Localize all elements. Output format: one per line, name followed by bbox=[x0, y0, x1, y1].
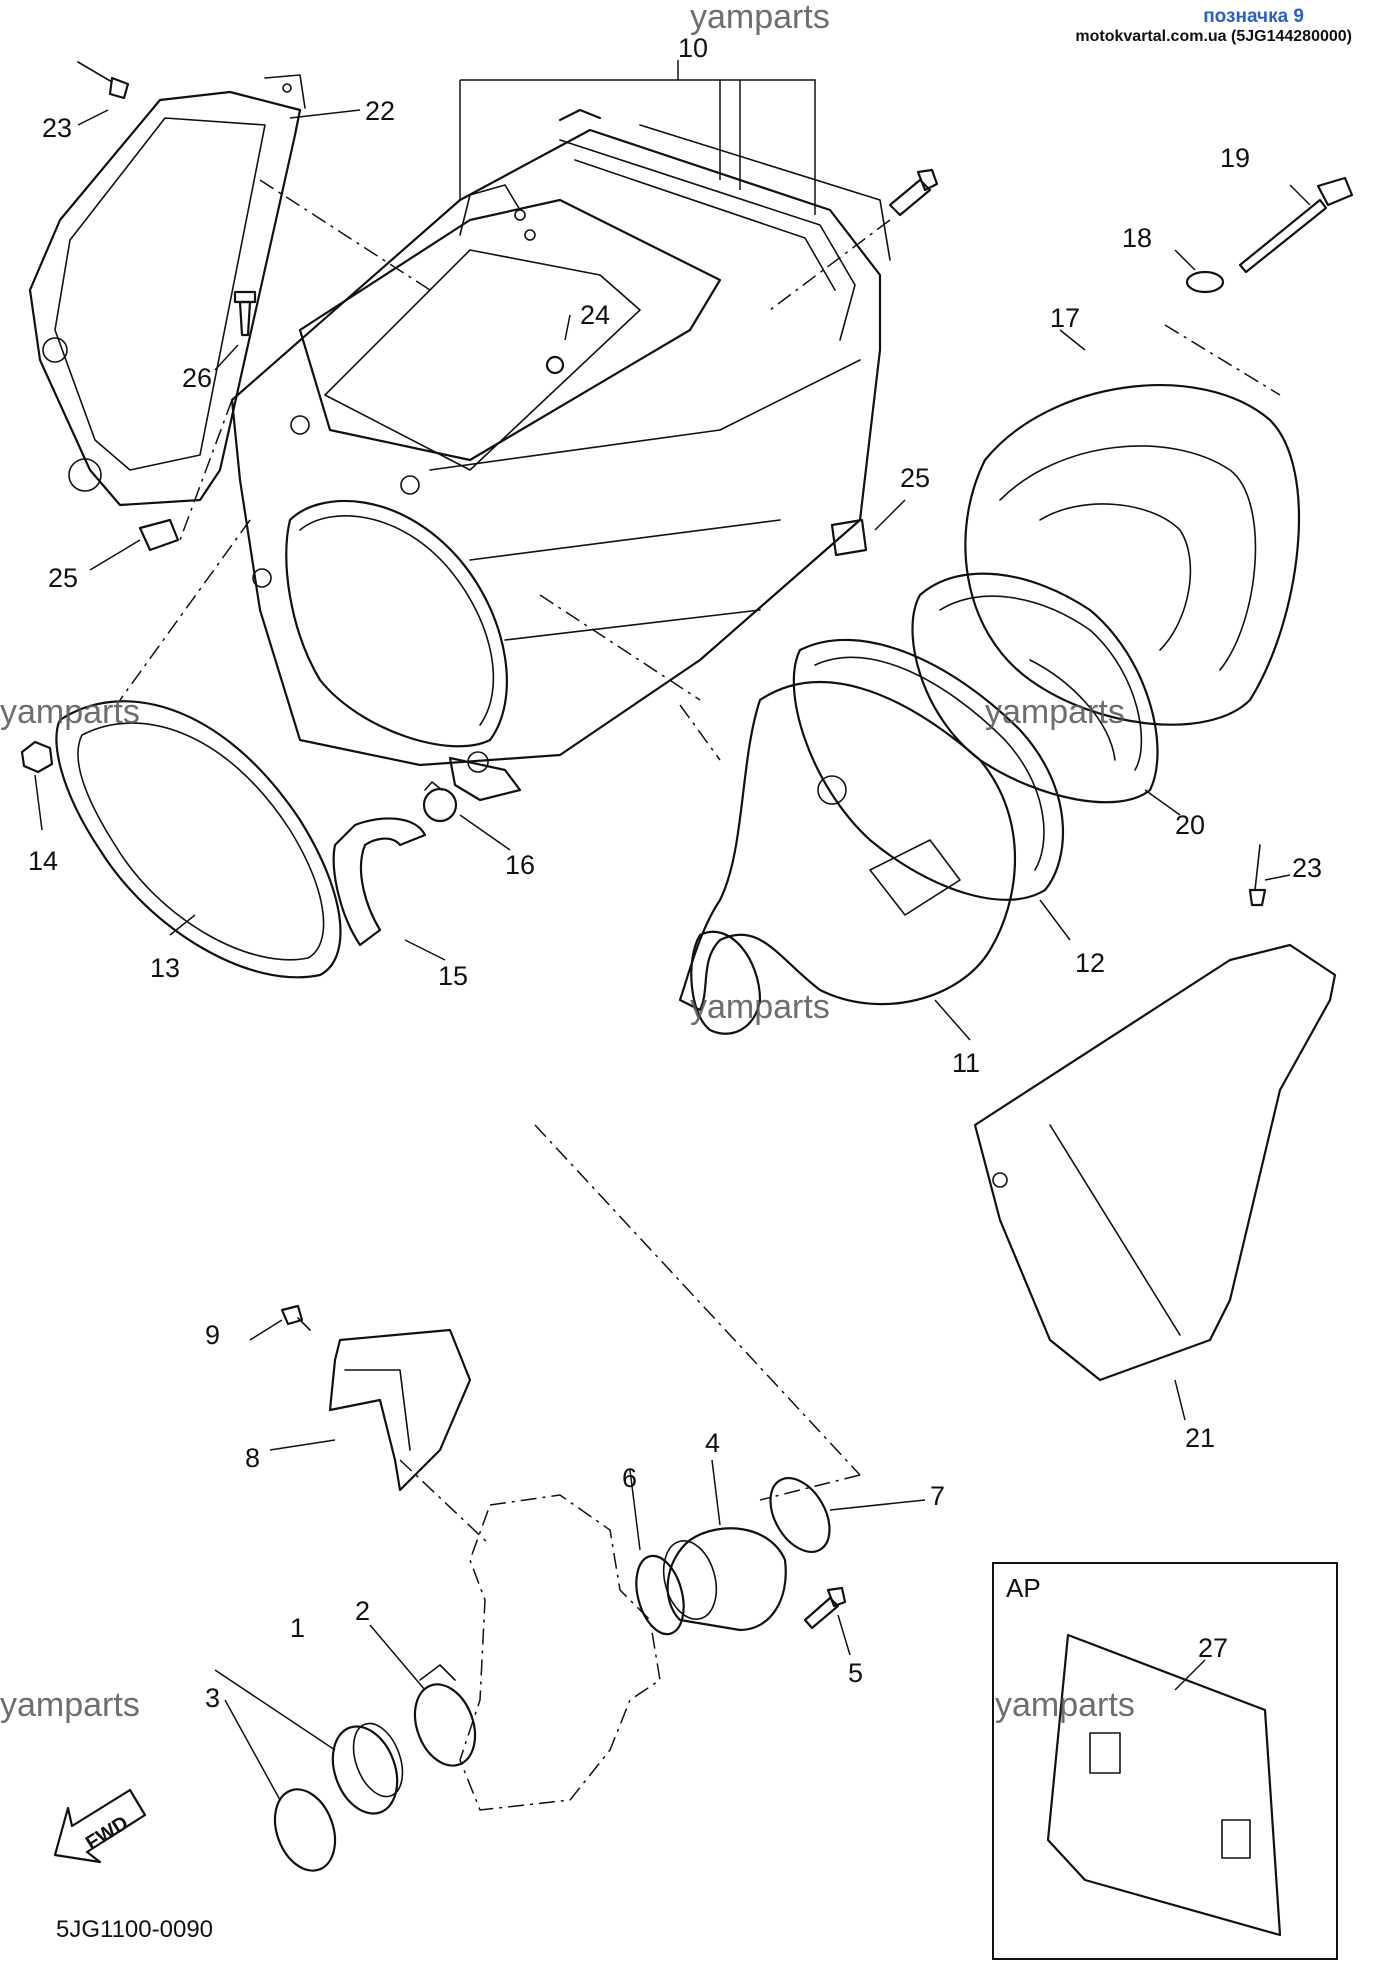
callout-7: 7 bbox=[930, 1481, 946, 1511]
callout-19: 19 bbox=[1220, 143, 1251, 173]
callout-13: 13 bbox=[150, 953, 181, 983]
callout-6: 6 bbox=[622, 1463, 638, 1493]
part-10-air-filter-case bbox=[230, 108, 891, 802]
part-11-air-joint bbox=[678, 681, 1016, 1035]
callout-4: 4 bbox=[705, 1428, 721, 1458]
part-18-washer bbox=[1185, 270, 1225, 294]
callout-25: 25 bbox=[48, 563, 79, 593]
callout-21: 21 bbox=[1185, 1423, 1216, 1453]
inset-box bbox=[992, 1562, 1338, 1960]
callout-2: 2 bbox=[355, 1596, 371, 1626]
part-16-clamp bbox=[422, 781, 458, 823]
callout-14: 14 bbox=[28, 846, 59, 876]
engine-outline bbox=[459, 1494, 661, 1811]
callout-8: 8 bbox=[245, 1443, 261, 1473]
watermark: yamparts bbox=[995, 1686, 1135, 1724]
part-7-clamp bbox=[769, 1477, 831, 1553]
part-13-gasket bbox=[55, 700, 342, 979]
part-26-bolt bbox=[233, 290, 257, 337]
part-25-clip-right bbox=[830, 518, 868, 557]
part-1-carburetor-joint bbox=[331, 1722, 404, 1815]
callout-25: 25 bbox=[900, 463, 931, 493]
watermark: yamparts bbox=[690, 988, 830, 1026]
part-23-rivet-right bbox=[1248, 844, 1267, 907]
part-8-joint-bracket bbox=[328, 1328, 472, 1492]
callout-5: 5 bbox=[848, 1658, 864, 1688]
part-22-side-bracket bbox=[28, 74, 306, 507]
callout-20: 20 bbox=[1175, 810, 1206, 840]
part-15-drain-hose bbox=[332, 817, 427, 947]
part-25-clip-left bbox=[138, 518, 180, 552]
part-3-clamp bbox=[273, 1788, 337, 1872]
header-site: motokvartal.com.ua (5JG144280000) bbox=[1075, 28, 1352, 45]
callout-1: 1 bbox=[290, 1613, 306, 1643]
inset-label: AP bbox=[1006, 1573, 1041, 1603]
callout-18: 18 bbox=[1122, 223, 1153, 253]
callout-17: 17 bbox=[1050, 303, 1081, 333]
watermark: yamparts bbox=[0, 1686, 140, 1724]
part-27-decal bbox=[1046, 1633, 1282, 1937]
part-2-clamp bbox=[413, 1664, 477, 1767]
part-14-nut bbox=[20, 740, 54, 774]
callout-23: 23 bbox=[42, 113, 73, 143]
part-24-grommet bbox=[545, 355, 565, 375]
part-17-air-filter bbox=[964, 384, 1301, 726]
callout-9: 9 bbox=[205, 1320, 221, 1350]
part-23-rivet-top bbox=[77, 61, 130, 100]
callout-12: 12 bbox=[1075, 948, 1106, 978]
part-6-gasket bbox=[635, 1554, 685, 1636]
header-label: позначка 9 bbox=[1203, 6, 1304, 27]
callout-24: 24 bbox=[580, 300, 611, 330]
guide-lines bbox=[119, 179, 1281, 1546]
callout-11: 11 bbox=[952, 1048, 981, 1078]
part-20-filter-guide bbox=[911, 572, 1159, 804]
watermark: yamparts bbox=[690, 0, 830, 36]
fwd-arrow-icon bbox=[53, 1788, 147, 1864]
part-12-ring bbox=[792, 638, 1065, 901]
leader-lines bbox=[34, 60, 1311, 1801]
diagram-code: 5JG1100-0090 bbox=[56, 1916, 214, 1943]
part-4-intake-joint bbox=[662, 1527, 787, 1632]
callout-27: 27 bbox=[1198, 1633, 1229, 1663]
callout-22: 22 bbox=[365, 96, 396, 126]
part-5-bolt bbox=[803, 1586, 847, 1630]
callout-16: 16 bbox=[505, 850, 536, 880]
callout-23: 23 bbox=[1292, 853, 1323, 883]
part-19-wing-bolt bbox=[1238, 176, 1354, 274]
callout-10: 10 bbox=[678, 33, 709, 63]
callout-26: 26 bbox=[182, 363, 213, 393]
watermark: yamparts bbox=[0, 693, 140, 731]
watermark: yamparts bbox=[985, 693, 1125, 731]
part-21-side-cover bbox=[973, 943, 1337, 1382]
bolt-top-center bbox=[888, 168, 939, 217]
callout-3: 3 bbox=[205, 1683, 221, 1713]
callout-15: 15 bbox=[438, 961, 469, 991]
part-9-screw bbox=[280, 1304, 311, 1331]
